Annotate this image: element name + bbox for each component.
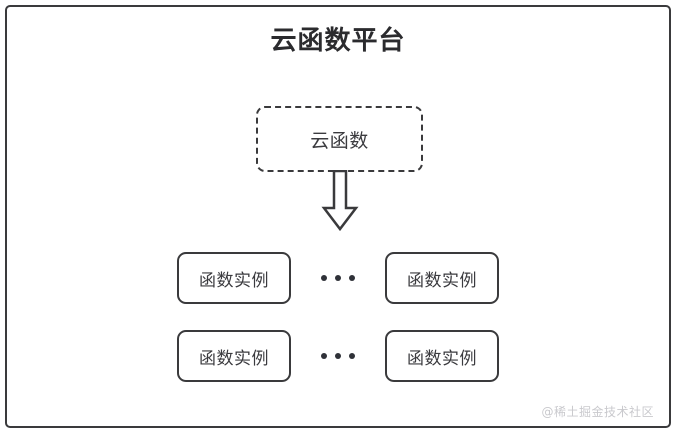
function-instance-box: 函数实例: [177, 330, 291, 382]
ellipsis-dot: [349, 275, 355, 281]
page-title: 云函数平台: [270, 26, 406, 56]
ellipsis-icon: [291, 252, 385, 304]
function-instance-label: 函数实例: [199, 348, 269, 369]
ellipsis-dot: [321, 353, 327, 359]
instance-row-2: 函数实例 函数实例: [0, 330, 676, 382]
ellipsis-dot: [335, 353, 341, 359]
down-block-arrow-icon: [320, 169, 360, 232]
function-instance-box: 函数实例: [385, 252, 499, 304]
function-instance-label: 函数实例: [199, 270, 269, 291]
watermark: @稀土掘金技术社区: [541, 405, 654, 419]
instance-row-1: 函数实例 函数实例: [0, 252, 676, 304]
ellipsis-icon: [291, 330, 385, 382]
function-instance-box: 函数实例: [385, 330, 499, 382]
ellipsis-dot: [349, 353, 355, 359]
cloud-function-node: 云函数: [256, 106, 423, 172]
function-instance-box: 函数实例: [177, 252, 291, 304]
ellipsis-dot: [335, 275, 341, 281]
function-instance-label: 函数实例: [407, 348, 477, 369]
function-instance-label: 函数实例: [407, 270, 477, 291]
cloud-function-label: 云函数: [310, 129, 369, 152]
ellipsis-dot: [321, 275, 327, 281]
